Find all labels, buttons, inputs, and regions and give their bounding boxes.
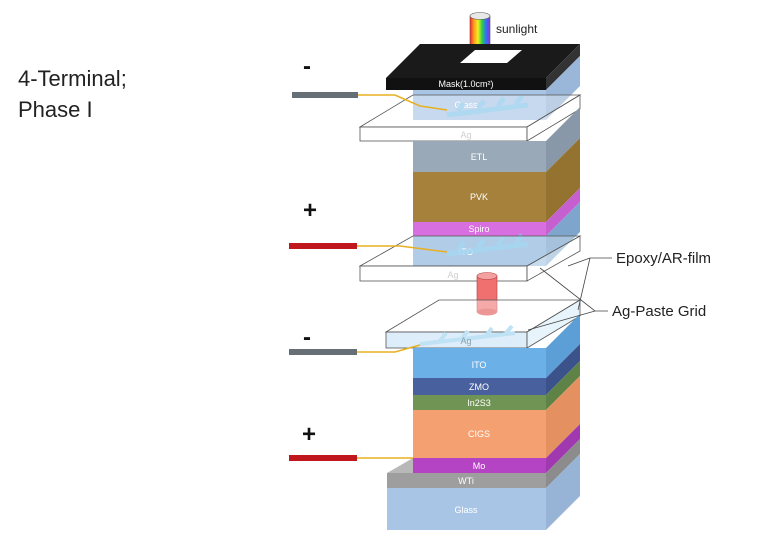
- lead-top-positive: [289, 243, 357, 249]
- cigs-label: CIGS: [468, 429, 490, 439]
- cigs-layer: [413, 410, 546, 458]
- mask-side-face: [546, 44, 580, 90]
- wire-top-positive: [357, 245, 448, 253]
- terminal-leads: - + - +: [289, 53, 448, 461]
- grid-callout-label: Ag-Paste Grid: [612, 303, 706, 320]
- top-ag-paste-grid: [446, 94, 529, 118]
- in2s3-layer: [413, 395, 546, 410]
- bottom-ito-layer: [413, 348, 546, 378]
- mask-aperture: [460, 50, 522, 63]
- callout-lines: [527, 257, 612, 331]
- terminal-1-sign: -: [303, 53, 311, 80]
- top-glass-label: Glass: [454, 100, 478, 110]
- spiro-layer: [413, 222, 546, 236]
- bottom-glass-label: Glass: [454, 505, 478, 515]
- wire-bottom-negative: [357, 344, 421, 353]
- wire-top-negative: [358, 94, 448, 111]
- bottom-ag-paste-grid: [419, 324, 516, 346]
- sunlight-label: sunlight: [496, 22, 538, 36]
- bottom-ito-label: ITO: [472, 360, 487, 370]
- ito-ag-paste-grid: [446, 233, 529, 257]
- spiro-label: Spiro: [468, 224, 489, 234]
- wti-layer: [387, 473, 546, 488]
- mask-front-face: [386, 78, 546, 90]
- mask-label: Mask(1.0cm²): [438, 79, 493, 89]
- etl-layer: [413, 141, 546, 172]
- epoxy-callout-label: Epoxy/AR-film: [616, 250, 711, 267]
- bottom-glass-layer: [387, 488, 546, 530]
- top-cell-stack: Mask(1.0cm²) Glass Ag ETL PVK Spiro ITO: [358, 44, 582, 282]
- lead-top-negative: [292, 92, 358, 98]
- zmo-label: ZMO: [469, 382, 489, 392]
- mid-ag-label: Ag: [447, 270, 458, 280]
- diagram-title-line-2: Phase I: [18, 97, 93, 122]
- mo-label: Mo: [473, 461, 486, 471]
- diagram-title-line-1: 4-Terminal;: [18, 66, 127, 91]
- top-glass-side: [546, 56, 580, 120]
- top-ag-label: Ag: [460, 130, 471, 140]
- etl-label: ETL: [471, 152, 488, 162]
- lead-bottom-positive: [289, 455, 357, 461]
- terminal-3-sign: -: [303, 324, 311, 351]
- bottom-cell-stack: Ag ITO ZMO In2S3 CIGS Mo WTi Glass: [384, 299, 582, 530]
- filter-cylinder-icon: [476, 272, 498, 316]
- terminal-4-sign: +: [302, 421, 316, 448]
- pvk-label: PVK: [470, 192, 488, 202]
- terminal-2-sign: +: [303, 197, 317, 224]
- in2s3-label: In2S3: [467, 398, 491, 408]
- wti-label: WTi: [458, 476, 474, 486]
- lead-bottom-negative: [289, 349, 357, 355]
- zmo-layer: [413, 378, 546, 395]
- pvk-layer: [413, 172, 546, 222]
- top-epoxy-sheet-front: [359, 126, 528, 142]
- mo-layer: [413, 458, 546, 473]
- bottom-ag-label: Ag: [460, 336, 471, 346]
